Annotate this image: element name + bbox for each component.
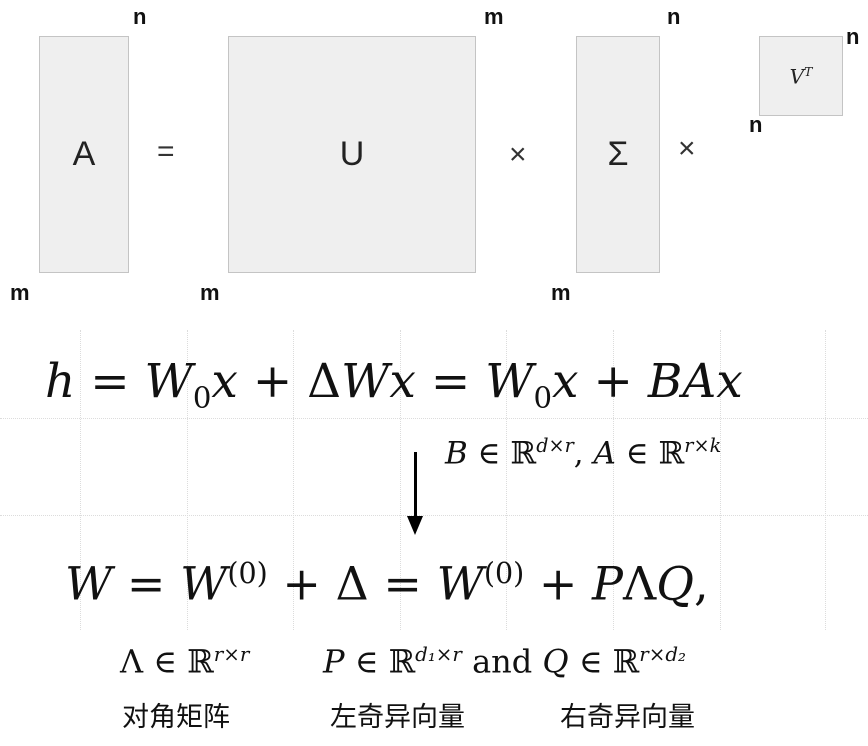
arrow-head-icon	[407, 516, 423, 535]
label-left-singular-vectors: 左奇异向量	[330, 702, 465, 733]
times-sign: ×	[509, 138, 527, 171]
matrix-u-label: U	[339, 135, 365, 173]
lambda-definition: Λ ∈ ℝr×r	[120, 642, 250, 681]
matrix-sigma-label: Σ	[607, 135, 629, 173]
matrix-u: U	[228, 36, 476, 273]
grid-line	[400, 330, 401, 630]
dim-label: m	[10, 280, 30, 305]
grid-line	[506, 330, 507, 630]
matrix-a-label: A	[72, 135, 96, 173]
dim-label: n	[667, 4, 681, 29]
label-diagonal-matrix: 对角矩阵	[122, 702, 230, 733]
down-arrow	[414, 452, 417, 520]
matrix-sigma: Σ	[576, 36, 660, 273]
grid-line	[613, 330, 614, 630]
pq-definition: P ∈ ℝd₁×r and Q ∈ ℝr×d₂	[323, 642, 686, 681]
equals-sign: =	[157, 135, 175, 168]
dim-label: m	[484, 4, 504, 29]
grid-line	[187, 330, 188, 630]
dim-label: n	[133, 4, 147, 29]
dim-label: n	[749, 112, 763, 137]
dim-label: n	[846, 24, 860, 49]
label-right-singular-vectors: 右奇异向量	[560, 702, 695, 733]
grid-line	[825, 330, 826, 630]
grid-line	[0, 515, 868, 516]
grid-line	[720, 330, 721, 630]
dim-label: m	[551, 280, 571, 305]
times-sign: ×	[678, 132, 696, 165]
lora-constraint: B ∈ ℝd×r, A ∈ ℝr×k	[445, 434, 722, 472]
grid-line	[80, 330, 81, 630]
matrix-vt-label: VT	[789, 63, 813, 89]
grid-line	[0, 418, 868, 419]
dim-label: m	[200, 280, 220, 305]
adalora-equation: W = W(0) + Δ = W(0) + PΛQ,	[65, 556, 709, 611]
matrix-vt: VT	[759, 36, 843, 116]
lora-equation: h = W0x + ΔWx = W0x + BAx	[45, 354, 743, 415]
matrix-a: A	[39, 36, 129, 273]
grid-line	[293, 330, 294, 630]
